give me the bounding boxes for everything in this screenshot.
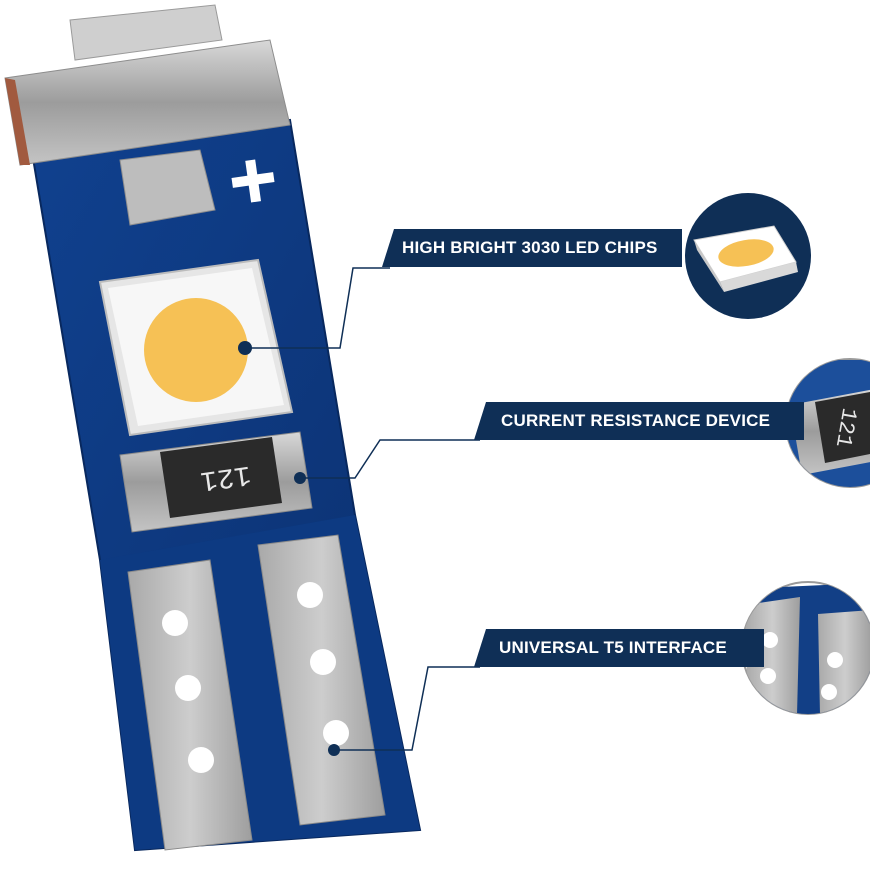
led-chip xyxy=(98,258,294,437)
resistor-component: 121 xyxy=(119,431,313,533)
zoom-circle-led xyxy=(685,193,811,319)
callout-text: HIGH BRIGHT 3030 LED CHIPS xyxy=(402,238,658,257)
callout-leader-lines xyxy=(245,267,480,751)
metal-contact-clip xyxy=(4,4,291,226)
plus-sign-icon xyxy=(231,159,275,203)
resistor-marking: 121 xyxy=(198,458,252,496)
callout-label-interface: UNIVERSAL T5 INTERFACE xyxy=(474,629,764,667)
callout-text: CURRENT RESISTANCE DEVICE xyxy=(501,411,771,430)
callout-text: UNIVERSAL T5 INTERFACE xyxy=(499,638,727,657)
zoom-circle-interface xyxy=(741,581,870,715)
callout-label-led-chips: HIGH BRIGHT 3030 LED CHIPS xyxy=(382,229,682,267)
callout-label-resistance: CURRENT RESISTANCE DEVICE xyxy=(474,402,804,440)
t5-interface-pads xyxy=(127,534,386,851)
callout-dots xyxy=(238,341,340,756)
zoom-circle-resistor: 121 xyxy=(785,358,870,488)
